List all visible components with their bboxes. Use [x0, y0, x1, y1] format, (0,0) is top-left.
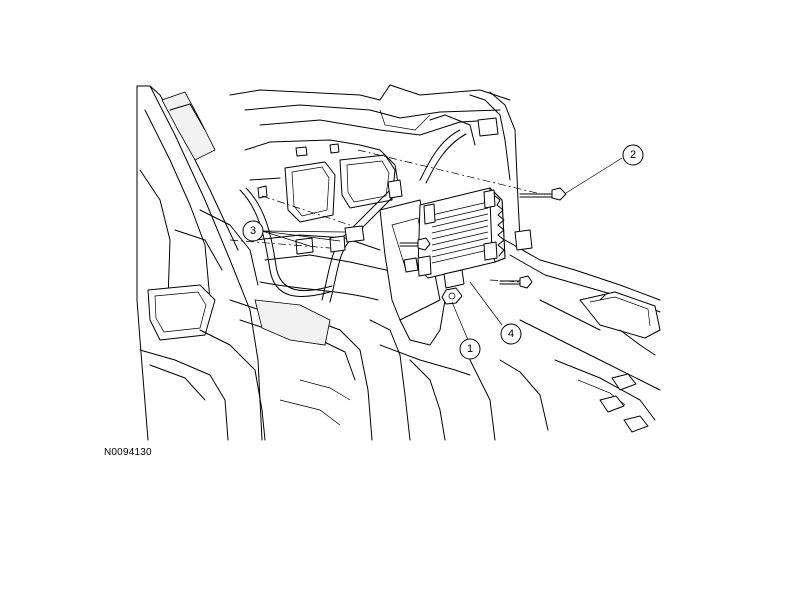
audio-amplifier-module [417, 187, 506, 289]
callout-2-label: 2 [630, 149, 636, 161]
leader-lines [261, 157, 623, 341]
callout-3: 3 [242, 220, 264, 242]
figure-code: N0094130 [104, 447, 152, 458]
callout-4-label: 4 [508, 328, 514, 340]
wiring-harness [239, 129, 467, 303]
callout-3-label: 3 [250, 225, 256, 237]
callout-1: 1 [459, 338, 481, 360]
body-structure-left [136, 85, 263, 441]
callout-2: 2 [622, 144, 644, 166]
quarter-inner-panel [244, 139, 401, 273]
callout-1-label: 1 [467, 343, 473, 355]
body-structure-top [229, 84, 521, 241]
alignment-lines [229, 149, 546, 283]
callout-4: 4 [500, 323, 522, 345]
floor-pan [199, 299, 471, 441]
body-structure-right [469, 229, 661, 441]
fasteners [399, 187, 567, 305]
